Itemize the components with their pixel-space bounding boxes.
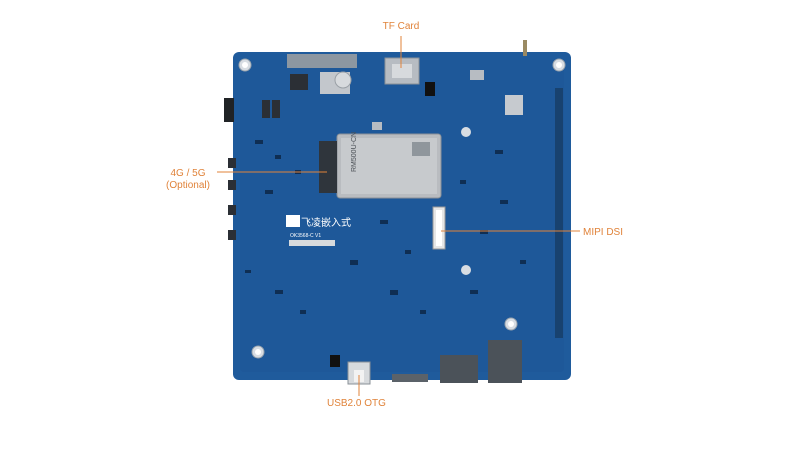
top-components — [224, 40, 563, 338]
model-text: OK3568-C V1 — [290, 233, 321, 239]
callout-leaders — [217, 36, 580, 396]
silkscreen-logo: 飞凌嵌入式 OK3568-C V1 — [286, 215, 351, 246]
mipi-dsi-label: MIPI DSI — [583, 227, 624, 238]
module-label: RM500U-CN — [351, 132, 358, 172]
mounting-holes — [238, 58, 566, 359]
usb-otg-label: USB2.0 OTG — [327, 398, 386, 409]
cellular-label-line1: 4G / 5G — [170, 168, 206, 179]
mipi-dsi-connector — [432, 206, 446, 250]
cellular-module: RM500U-CN — [319, 122, 442, 199]
bottom-connectors — [330, 340, 522, 385]
tf-card-label: TF Card — [382, 21, 420, 32]
left-side-connectors — [228, 158, 236, 240]
brand-text: 飞凌嵌入式 — [301, 216, 351, 229]
pcb-inner-shade — [240, 60, 564, 372]
cellular-label-line2: (Optional) — [166, 180, 210, 191]
cellular-label: 4G / 5G (Optional) — [160, 168, 216, 192]
